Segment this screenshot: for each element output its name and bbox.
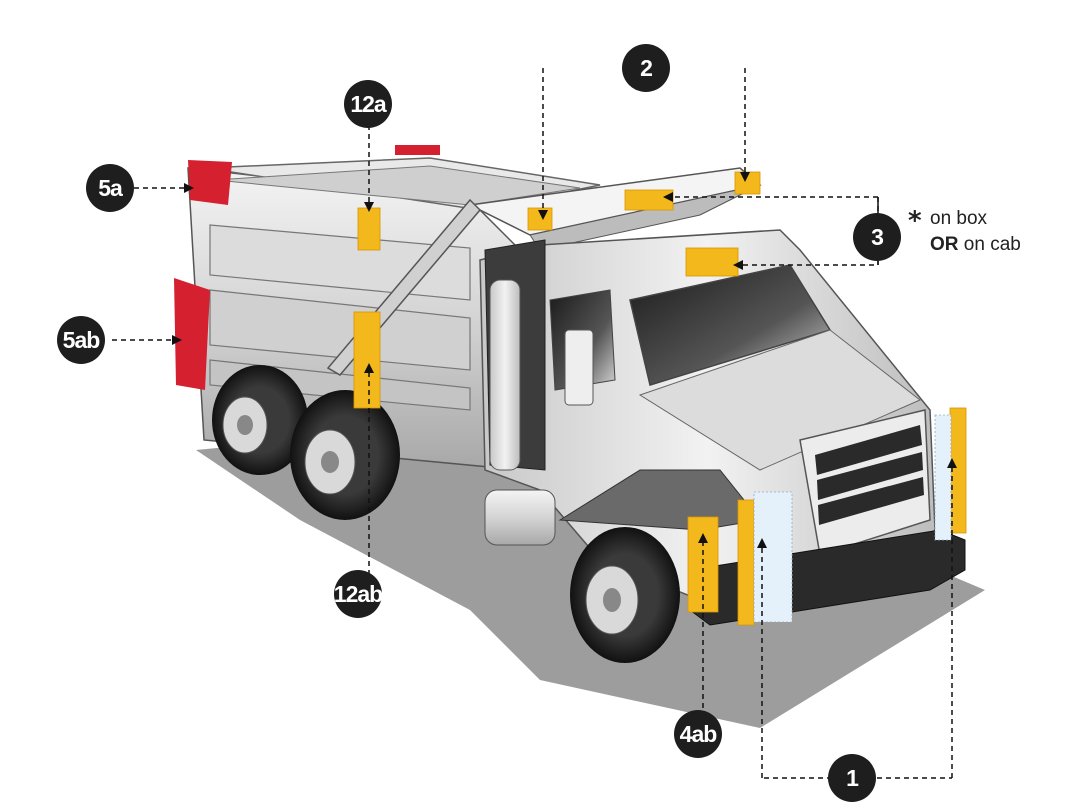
callout-1: 1 xyxy=(828,754,876,802)
note-line-on-box: on box xyxy=(930,208,988,229)
white-reflective-tape xyxy=(753,414,952,623)
callout-12a: 12a xyxy=(344,80,392,128)
callout-5ab: 5ab xyxy=(57,316,105,364)
asterisk-note-mark: * xyxy=(908,206,922,236)
note-line-or-on-cab: OR on cab xyxy=(930,234,1021,256)
note-or-bold: OR xyxy=(930,234,959,255)
callout-2: 2 xyxy=(622,44,670,92)
callout-12ab: 12ab xyxy=(334,570,383,618)
callout-3: 3 xyxy=(853,213,901,261)
front-wheel xyxy=(570,527,680,663)
callout-4ab: 4ab xyxy=(674,710,722,758)
rear-wheels xyxy=(212,365,400,520)
truck-cab xyxy=(479,229,966,626)
callout-5a: 5a xyxy=(86,164,134,212)
note-on-cab: on cab xyxy=(963,234,1021,255)
red-reflective-tape xyxy=(174,145,440,390)
